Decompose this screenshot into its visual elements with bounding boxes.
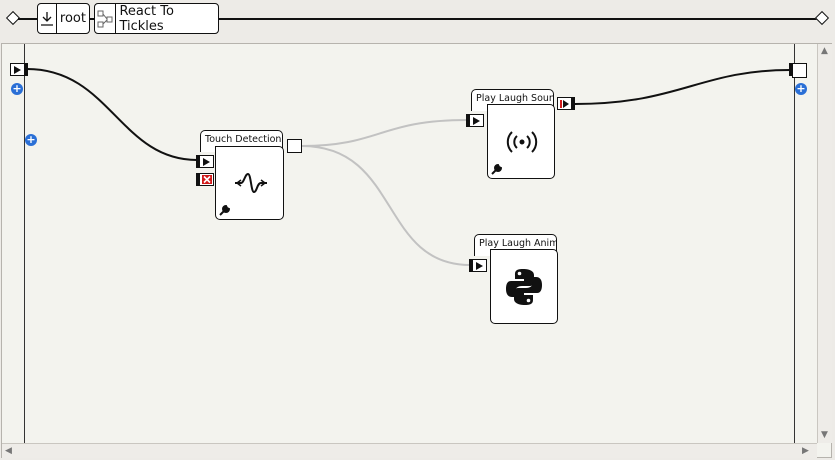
on-stopped-output-port[interactable] [792, 63, 807, 78]
input-rail [2, 44, 25, 443]
breadcrumb-item-root[interactable]: root [37, 3, 90, 34]
play-laugh-sound-output-port[interactable] [557, 97, 572, 110]
wire-touch-to-anim [301, 145, 471, 266]
touch-detection-stop-port[interactable] [199, 173, 214, 186]
wire-sound-to-end [574, 69, 791, 105]
horizontal-scrollbar[interactable]: ◀ ▶ [2, 443, 817, 458]
breadcrumb-item-label: React To Tickles [119, 3, 174, 34]
wire-touch-to-sound [301, 119, 468, 147]
wrench-icon[interactable] [490, 161, 504, 180]
python-icon [504, 267, 544, 311]
box-play-laugh-anim[interactable] [490, 249, 558, 324]
add-input-icon[interactable]: + [25, 133, 37, 146]
breadcrumb-line [18, 18, 38, 20]
port-connector [469, 259, 472, 272]
touch-detection-output-port[interactable] [287, 139, 302, 153]
scroll-right-icon[interactable]: ▶ [802, 446, 809, 456]
add-input-icon[interactable]: + [11, 82, 23, 95]
import-icon [38, 4, 57, 33]
breadcrumb-line [219, 18, 819, 20]
box-touch-detection[interactable] [215, 146, 284, 220]
broadcast-icon [504, 127, 540, 161]
vertical-scrollbar[interactable]: ▲ ▼ [817, 44, 832, 443]
play-laugh-anim-input-port[interactable] [472, 259, 487, 272]
scroll-left-icon[interactable]: ◀ [5, 446, 12, 456]
output-rail [794, 44, 817, 443]
on-start-input-port[interactable] [10, 63, 25, 76]
wrench-icon[interactable] [218, 202, 232, 221]
port-connector [25, 63, 28, 76]
flow-diagram-icon [95, 4, 117, 33]
signal-wave-icon [233, 171, 269, 199]
breadcrumb-line [90, 18, 95, 20]
breadcrumb-item-react-to-tickles[interactable]: React To Tickles [94, 3, 219, 34]
port-connector [196, 155, 199, 168]
stop-x-icon [201, 175, 212, 184]
play-laugh-sound-input-port[interactable] [469, 114, 484, 127]
port-connector [572, 97, 575, 110]
diagram-canvas[interactable] [1, 43, 832, 458]
add-output-icon[interactable]: + [795, 82, 807, 95]
stop-output-icon [559, 99, 569, 108]
breadcrumb: root React To Tickles [0, 0, 835, 40]
wire-start-to-touch [26, 68, 198, 161]
breadcrumb-item-label: root [59, 11, 86, 26]
touch-detection-input-port[interactable] [199, 155, 214, 168]
port-connector [196, 173, 199, 186]
scroll-down-icon[interactable]: ▼ [821, 430, 828, 440]
box-play-laugh-sound[interactable] [487, 104, 555, 179]
scroll-up-icon[interactable]: ▲ [821, 46, 828, 56]
port-connector [466, 114, 469, 127]
port-connector [789, 63, 792, 76]
